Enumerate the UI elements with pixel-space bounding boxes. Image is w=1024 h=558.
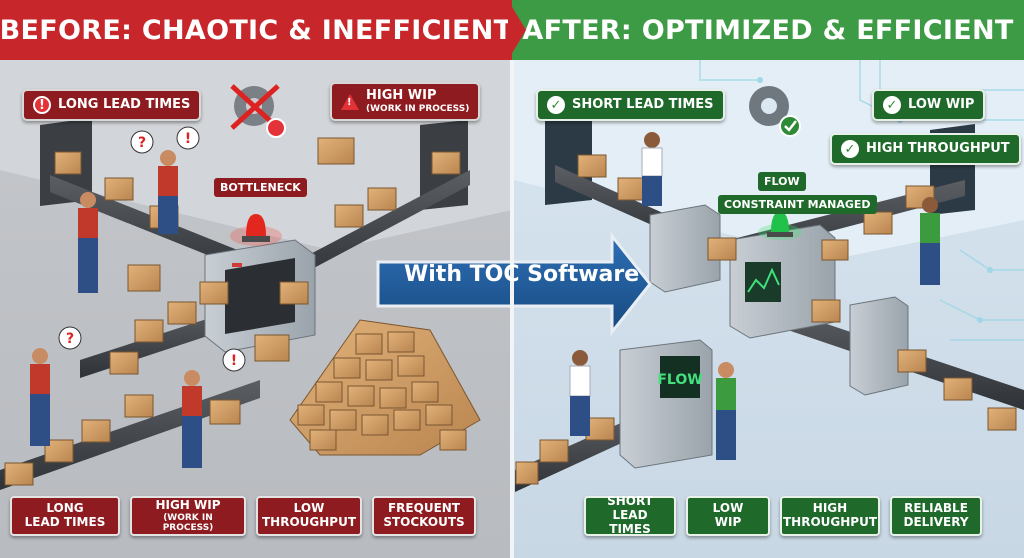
machine-screen-text: FLOW	[657, 372, 702, 388]
callout-main: HIGH WIP	[366, 88, 437, 103]
metric-line1: LOW WIP	[712, 501, 744, 529]
before-title-banner: BEFORE: CHAOTIC & INEFFICIENT	[0, 0, 512, 60]
warning-triangle-icon: !	[341, 93, 359, 110]
svg-text:?: ?	[66, 331, 74, 347]
after-boxes	[515, 154, 1017, 485]
check-icon: ✓	[547, 96, 565, 114]
green-light-icon	[758, 212, 802, 240]
before-workers	[30, 150, 202, 468]
gear-icon	[749, 86, 801, 137]
metric-line2: THROUGHPUT	[261, 515, 357, 529]
alert-icon: !	[33, 96, 51, 114]
metric-line2: LEAD TIMES	[24, 515, 106, 529]
arrow-label: With TOC Software	[404, 262, 640, 287]
callout-short-lead-times: ✓ SHORT LEAD TIMES	[536, 89, 725, 121]
after-title: AFTER: OPTIMIZED & EFFICIENT	[522, 14, 1014, 46]
metric-line1: HIGH	[812, 501, 848, 516]
metric-after-1: LOW WIP	[686, 496, 770, 536]
svg-text:!: !	[185, 131, 191, 147]
arrow-right-icon	[376, 231, 652, 337]
callout-label: SHORT LEAD TIMES	[572, 96, 714, 112]
callout-label: LOW WIP	[908, 96, 975, 112]
bottleneck-machine	[204, 239, 316, 353]
metric-line1: LONG	[46, 501, 84, 516]
callout-high-wip: ! HIGH WIP (WORK IN PROCESS)	[330, 82, 481, 122]
callout-high-throughput: ✓ HIGH THROUGHPUT	[830, 133, 1021, 165]
box-pile	[289, 319, 481, 456]
callout-long-lead-times: ! LONG LEAD TIMES	[22, 89, 202, 121]
callout-label: LONG LEAD TIMES	[58, 96, 191, 112]
siren-light-icon	[230, 214, 282, 246]
constraint-managed-label: CONSTRAINT MANAGED	[718, 195, 877, 214]
metric-line1: SHORT	[607, 494, 653, 509]
panel-divider	[510, 60, 514, 558]
bottleneck-label: BOTTLENECK	[214, 178, 307, 197]
metric-line1: RELIABLE	[904, 501, 968, 516]
after-title-banner: AFTER: OPTIMIZED & EFFICIENT	[512, 0, 1024, 60]
metric-line1: FREQUENT	[387, 501, 460, 516]
broken-gear-icon	[230, 84, 286, 138]
metric-line2: DELIVERY	[903, 515, 969, 529]
metric-line2: THROUGHPUT	[782, 515, 878, 529]
metric-before-1: HIGH WIP(WORK IN PROCESS)	[130, 496, 246, 536]
check-icon: ✓	[883, 96, 901, 114]
banner-divider-notch	[508, 0, 526, 60]
flow-label: FLOW	[758, 172, 806, 191]
metric-line2: (WORK IN PROCESS)	[162, 512, 214, 533]
after-machines: FLOW	[619, 204, 909, 469]
callout-label: HIGH WIP (WORK IN PROCESS)	[366, 88, 470, 114]
svg-text:?: ?	[138, 135, 146, 151]
before-title: BEFORE: CHAOTIC & INEFFICIENT	[0, 14, 513, 46]
svg-text:!: !	[231, 353, 237, 369]
callout-low-wip: ✓ LOW WIP	[872, 89, 986, 121]
metric-line1: LOW	[293, 501, 325, 516]
metric-line2: STOCKOUTS	[383, 515, 465, 529]
question-bubble-icon: ? ! ? !	[58, 126, 246, 372]
metric-line2: LEAD TIMES	[609, 508, 651, 536]
callout-sub: (WORK IN PROCESS)	[366, 103, 470, 114]
metric-line1: HIGH WIP	[155, 497, 221, 512]
callout-label: HIGH THROUGHPUT	[866, 140, 1010, 156]
after-workers	[569, 132, 940, 460]
check-icon: ✓	[841, 140, 859, 158]
before-boxes	[4, 137, 461, 486]
